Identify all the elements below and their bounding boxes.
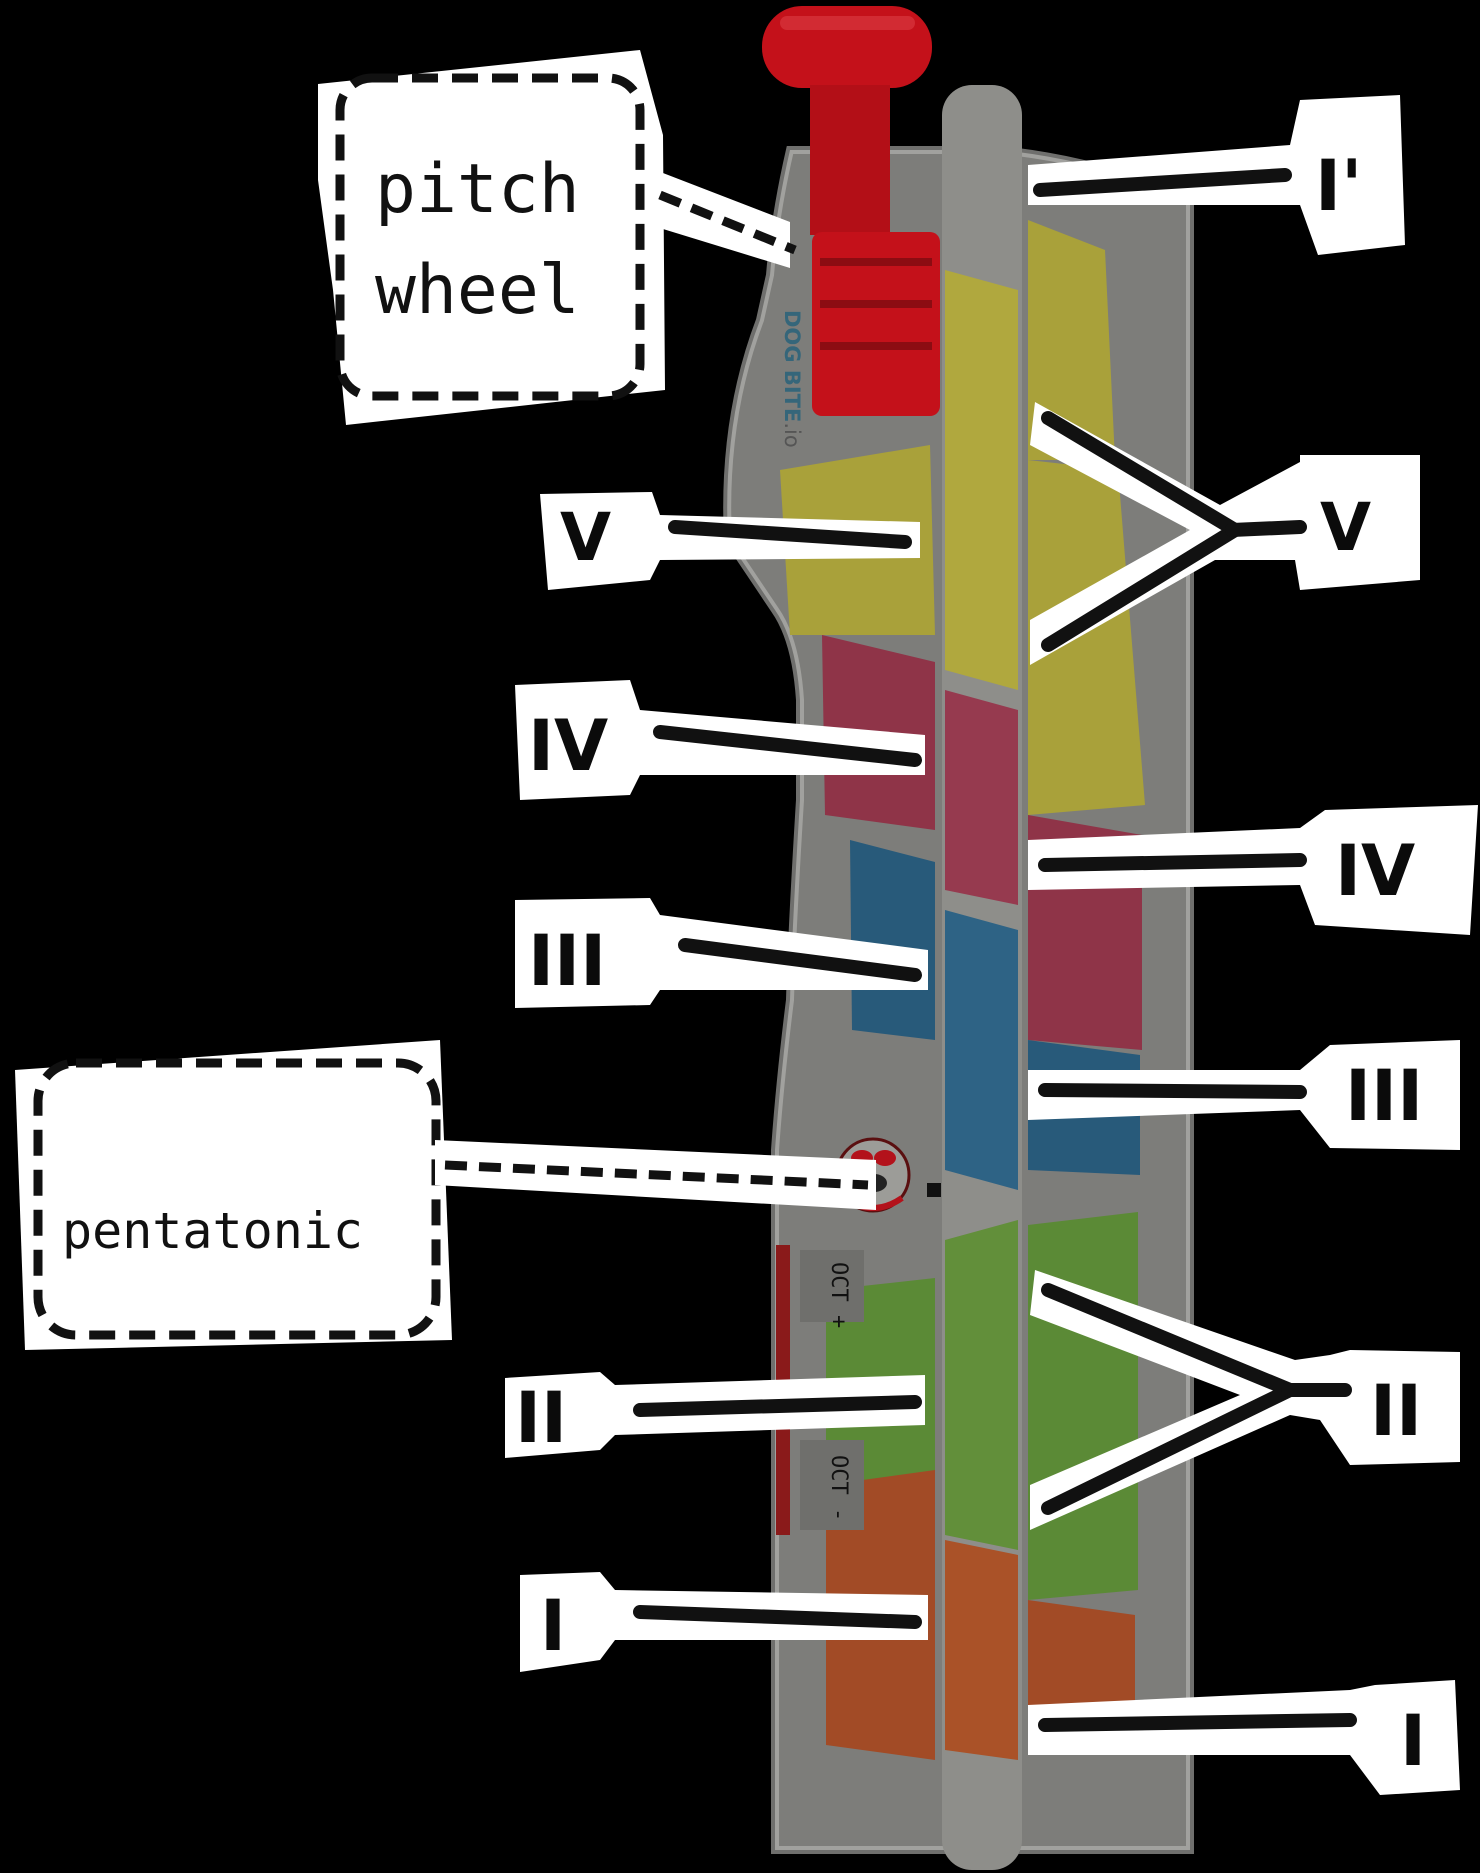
right-label-III-text: III bbox=[1345, 1055, 1423, 1137]
left-label-II: II bbox=[505, 1372, 925, 1459]
pitch-wheel-stem bbox=[810, 85, 890, 235]
brand: DOG BITE.io bbox=[780, 310, 804, 448]
svg-text:DOG BITE.io: DOG BITE.io bbox=[780, 310, 804, 448]
pentatonic-label: pentatonic bbox=[62, 1202, 363, 1260]
right-label-V-text: V bbox=[1320, 489, 1371, 566]
brand-main: DOG BITE bbox=[780, 310, 804, 422]
mode-indicator-icon bbox=[927, 1183, 941, 1197]
right-label-I-text: I bbox=[1400, 1700, 1426, 1782]
pad-center-orange bbox=[945, 1540, 1018, 1760]
right-label-II: II bbox=[1030, 1270, 1460, 1530]
pentatonic-callout: pentatonic bbox=[15, 1040, 876, 1350]
right-label-I-prime-text: I' bbox=[1315, 145, 1362, 227]
left-label-III: III bbox=[515, 898, 928, 1008]
brand-suffix: .io bbox=[780, 422, 804, 447]
left-label-IV-text: IV bbox=[528, 705, 608, 787]
left-label-III-text: III bbox=[528, 920, 606, 1002]
right-label-III: III bbox=[1028, 1040, 1460, 1150]
pad-center-pink bbox=[945, 690, 1018, 905]
pad-right-yellow-upper bbox=[1028, 220, 1115, 460]
dog-glasses-right bbox=[874, 1150, 896, 1166]
pitch-wheel-callout: pitch wheel bbox=[318, 50, 797, 425]
pad-center-blue bbox=[945, 910, 1018, 1190]
pitch-wheel-label-line1: pitch bbox=[375, 150, 580, 229]
left-label-II-text: II bbox=[515, 1377, 567, 1459]
left-label-I: I bbox=[520, 1572, 928, 1672]
oct-up-button[interactable]: OCT + bbox=[800, 1250, 864, 1328]
oct-up-label: OCT + bbox=[826, 1262, 851, 1328]
right-label-V: V bbox=[1030, 402, 1420, 665]
pad-center-yellow bbox=[945, 270, 1018, 690]
left-label-V-text: V bbox=[560, 499, 611, 576]
pitch-wheel-label-line2: wheel bbox=[375, 251, 580, 330]
right-label-I: I bbox=[1028, 1680, 1460, 1795]
pitch-wheel-base bbox=[812, 232, 940, 416]
right-label-IV: IV bbox=[1028, 805, 1478, 935]
left-label-I-text: I bbox=[540, 1585, 566, 1667]
pad-right-orange bbox=[1028, 1600, 1135, 1735]
pad-right-yellow-lower bbox=[1028, 460, 1145, 815]
right-label-I-prime: I' bbox=[1028, 95, 1405, 255]
left-label-V: V bbox=[540, 492, 920, 590]
left-label-IV: IV bbox=[515, 680, 925, 800]
oct-down-label: OCT - bbox=[826, 1455, 851, 1521]
right-label-IV-text: IV bbox=[1335, 830, 1415, 912]
pad-right-green bbox=[1028, 1212, 1138, 1600]
right-label-II-text: II bbox=[1370, 1370, 1422, 1452]
pitch-wheel[interactable] bbox=[762, 6, 940, 416]
oct-down-button[interactable]: OCT - bbox=[800, 1440, 864, 1530]
pad-left-blue bbox=[850, 840, 935, 1040]
pad-center-green bbox=[945, 1220, 1018, 1550]
